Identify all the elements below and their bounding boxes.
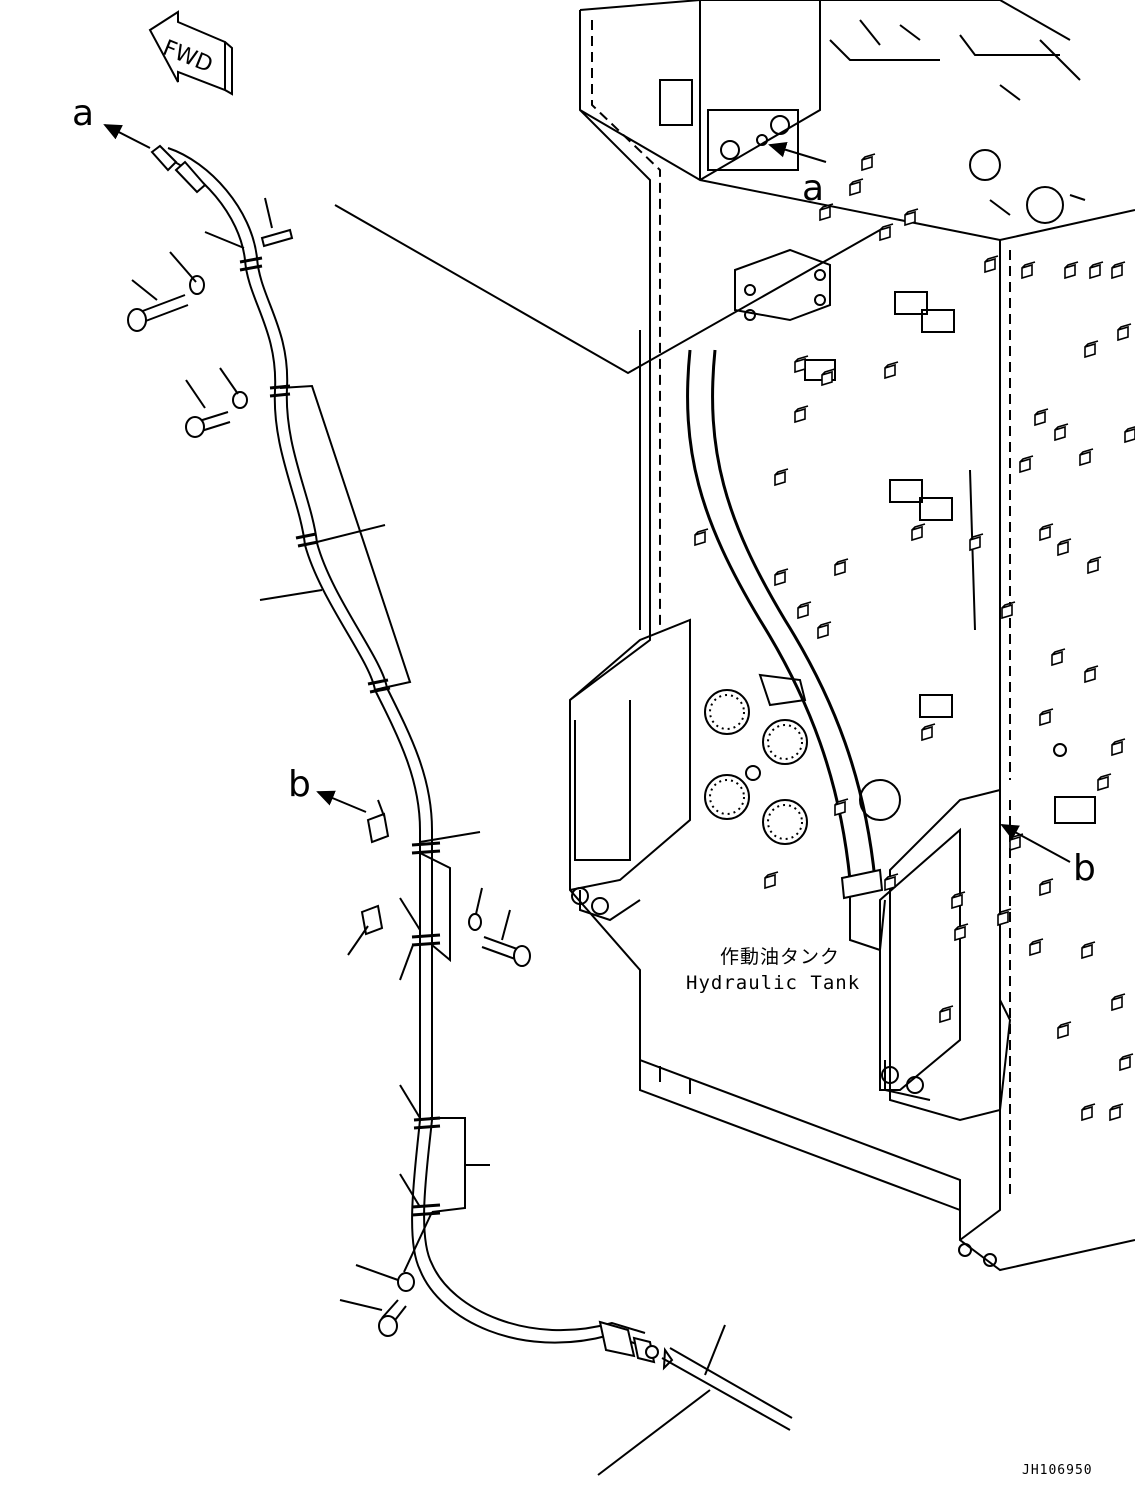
tank-clip-glyph <box>834 558 849 577</box>
hose-assembly <box>127 144 881 1476</box>
tank-clip-glyph <box>939 1005 954 1024</box>
tank-clip-glyph <box>1054 423 1069 442</box>
tank-clip-glyph <box>1001 601 1016 620</box>
tank-clip-glyph <box>861 153 876 172</box>
tank-clip-glyph <box>821 368 836 387</box>
tank-clip-glyph <box>1087 556 1102 575</box>
tank-clip-glyph <box>969 533 984 552</box>
tank-clip-glyph <box>951 891 966 910</box>
tank-clip-glyph <box>1081 941 1096 960</box>
tank-clip-glyph <box>849 178 864 197</box>
tank-clip-glyph <box>1111 738 1126 757</box>
tank-clip-glyph <box>764 871 779 890</box>
arrow-b-left <box>316 790 367 813</box>
hydraulic-tank <box>569 0 1135 1272</box>
tank-clip-glyph <box>1039 708 1054 727</box>
tank-clip-glyph <box>1111 993 1126 1012</box>
tank-clip-glyph <box>904 208 919 227</box>
connection-label-b-left: b <box>288 764 311 805</box>
drawing-code: JH106950 <box>1022 1463 1093 1478</box>
tank-clip-glyph <box>834 798 849 817</box>
tank-clip-glyph <box>997 908 1012 927</box>
tank-clip-markers <box>694 153 1135 1122</box>
tank-clip-glyph <box>1057 1021 1072 1040</box>
tank-clip-glyph <box>1124 426 1135 444</box>
tank-clip-glyph <box>884 873 899 892</box>
tank-clip-glyph <box>1111 261 1126 280</box>
tank-clip-glyph <box>1081 1103 1096 1122</box>
arrow-a-left <box>103 124 151 149</box>
tank-clip-glyph <box>794 405 809 424</box>
tank-clip-glyph <box>921 723 936 742</box>
tank-clip-glyph <box>774 468 789 487</box>
fwd-marker: FWD <box>148 10 233 96</box>
connection-label-a-left: a <box>72 93 94 134</box>
tank-clip-glyph <box>1079 448 1094 467</box>
tank-clip-glyph <box>884 361 899 380</box>
tank-clip-glyph <box>1039 878 1054 897</box>
tank-clip-glyph <box>1064 261 1079 280</box>
tank-clip-glyph <box>1057 538 1072 557</box>
connection-label-a-right: a <box>802 168 824 209</box>
tank-clip-glyph <box>879 223 894 242</box>
tank-clip-glyph <box>1089 261 1104 280</box>
tank-clip-glyph <box>1109 1103 1124 1122</box>
tank-clip-glyph <box>984 255 999 274</box>
tank-clip-glyph <box>1029 938 1044 957</box>
tank-clip-glyph <box>1039 523 1054 542</box>
tank-clip-glyph <box>819 203 834 222</box>
tank-clip-glyph <box>911 523 926 542</box>
tank-clip-glyph <box>797 601 812 620</box>
tank-clip-glyph <box>1051 648 1066 667</box>
tank-clip-glyph <box>1084 665 1099 684</box>
tank-clip-glyph <box>1117 323 1132 342</box>
tank-clip-glyph <box>694 528 709 547</box>
tank-clip-glyph <box>794 355 809 374</box>
tank-clip-glyph <box>817 621 832 640</box>
tank-clip-glyph <box>1021 261 1036 280</box>
arrow-a-right <box>768 141 827 163</box>
tank-clip-glyph <box>1019 455 1034 474</box>
tank-clip-glyph <box>1119 1053 1134 1072</box>
tank-clip-glyph <box>774 568 789 587</box>
tank-clip-glyph <box>1084 340 1099 359</box>
tank-label-english: Hydraulic Tank <box>686 972 860 994</box>
connection-label-b-right: b <box>1073 848 1096 889</box>
tank-label-japanese: 作動油タンク <box>720 946 840 968</box>
tank-clip-glyph <box>954 923 969 942</box>
arrow-b-right <box>1000 824 1071 863</box>
tank-clip-glyph <box>1034 408 1049 427</box>
tank-clip-glyph <box>1097 773 1112 792</box>
